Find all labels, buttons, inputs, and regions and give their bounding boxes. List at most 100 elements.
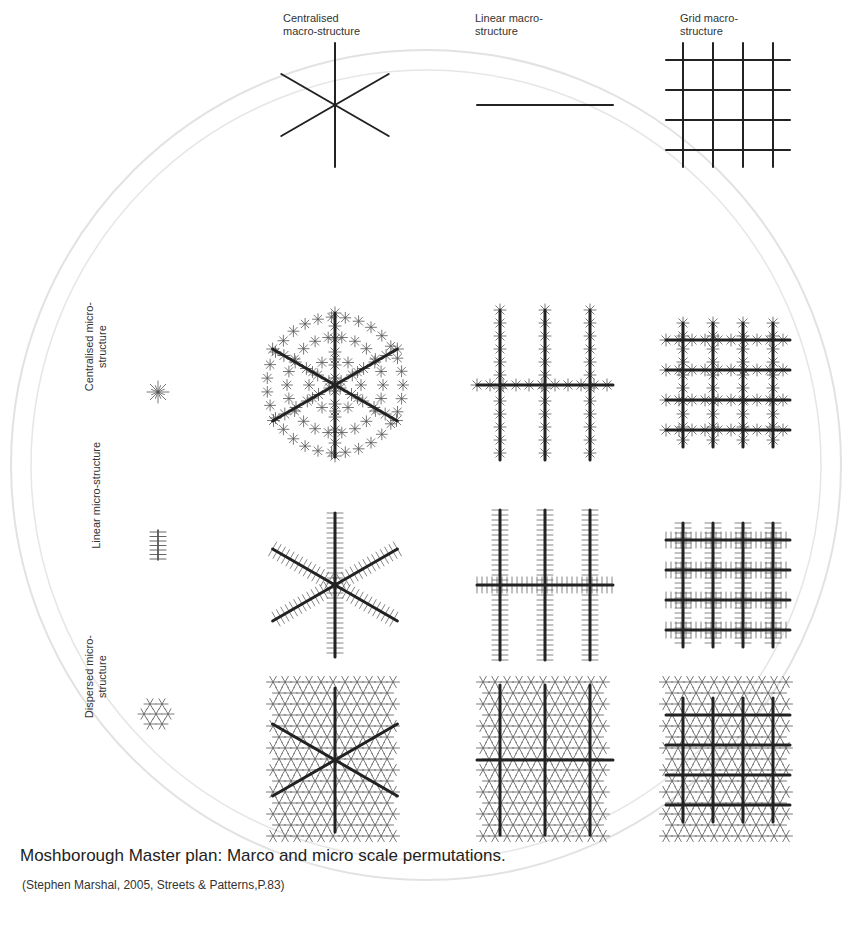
micro-street xyxy=(534,709,541,720)
micro-street xyxy=(318,698,325,709)
micro-street xyxy=(276,687,283,698)
micro-street xyxy=(366,676,373,687)
micro-street xyxy=(270,764,277,775)
micro-street xyxy=(324,775,331,786)
watermark-ring xyxy=(11,50,841,880)
macro-street xyxy=(666,539,790,542)
micro-street xyxy=(564,698,571,709)
micro-street xyxy=(378,742,385,753)
micro-street xyxy=(294,742,301,753)
micro-street xyxy=(348,687,355,698)
micro-street xyxy=(288,797,295,808)
micro-street xyxy=(318,808,325,819)
micro-street xyxy=(366,764,373,775)
micro-street xyxy=(318,830,325,841)
micro-street xyxy=(301,442,309,450)
micro-street xyxy=(363,417,371,425)
micro-street xyxy=(294,698,301,709)
micro-street xyxy=(306,830,313,841)
micro-street xyxy=(306,786,313,797)
micro-street xyxy=(384,775,391,786)
micro-street xyxy=(384,731,391,742)
micro-street xyxy=(582,687,589,698)
micro-street xyxy=(576,676,583,687)
micro-street xyxy=(492,720,499,731)
micro-street xyxy=(528,720,535,731)
micro-street xyxy=(510,709,517,720)
micro-street xyxy=(306,720,313,731)
micro-street xyxy=(300,709,307,720)
micro-street xyxy=(379,381,387,389)
micro-street xyxy=(360,819,367,830)
micro-street xyxy=(264,388,272,396)
micro-street xyxy=(378,764,385,775)
micro-street xyxy=(354,808,361,819)
micro-street xyxy=(324,797,331,808)
micro-street xyxy=(360,709,367,720)
micro-street xyxy=(558,709,565,720)
micro-street xyxy=(300,417,308,425)
macro-street xyxy=(772,43,774,167)
micro-street xyxy=(576,698,583,709)
micro-street xyxy=(480,676,487,687)
micro-street xyxy=(582,709,589,720)
micro-street xyxy=(360,687,367,698)
micro-street xyxy=(552,676,559,687)
micro-street xyxy=(342,698,349,709)
micro-street xyxy=(276,797,283,808)
micro-street xyxy=(312,731,319,742)
micro-street xyxy=(354,720,361,731)
micro-street xyxy=(354,830,361,841)
micro-street xyxy=(366,720,373,731)
micro-street xyxy=(276,819,283,830)
micro-street xyxy=(342,808,349,819)
micro-street xyxy=(366,698,373,709)
micro-street xyxy=(378,720,385,731)
micro-street xyxy=(306,676,313,687)
macro-street xyxy=(589,510,592,660)
micro-street xyxy=(378,430,386,438)
micro-street xyxy=(270,742,277,753)
micro-street xyxy=(522,709,529,720)
micro-street xyxy=(324,709,331,720)
micro-street xyxy=(534,687,541,698)
micro-street xyxy=(336,819,343,830)
micro-street xyxy=(378,676,385,687)
micro-street xyxy=(399,381,407,389)
micro-street xyxy=(348,709,355,720)
micro-street xyxy=(324,819,331,830)
micro-street xyxy=(336,731,343,742)
micro-street xyxy=(318,786,325,797)
micro-street xyxy=(312,709,319,720)
micro-street xyxy=(324,731,331,742)
micro-street xyxy=(390,698,397,709)
micro-street xyxy=(306,808,313,819)
micro-street xyxy=(283,381,291,389)
micro-street xyxy=(378,332,386,340)
micro-street xyxy=(354,786,361,797)
micro-street xyxy=(301,320,309,328)
micro-street xyxy=(492,698,499,709)
micro-street xyxy=(294,764,301,775)
micro-street xyxy=(390,808,397,819)
macro-street xyxy=(666,569,790,572)
micro-street xyxy=(354,786,361,797)
micro-street xyxy=(294,786,301,797)
micro-street xyxy=(312,797,319,808)
micro-street xyxy=(354,830,361,841)
micro-street xyxy=(516,676,523,687)
micro-street xyxy=(282,676,289,687)
macro-street xyxy=(682,43,684,167)
micro-street xyxy=(357,381,365,389)
micro-street xyxy=(504,676,511,687)
micro-street xyxy=(354,676,361,687)
micro-street xyxy=(394,354,402,362)
micro-street xyxy=(342,720,349,731)
micro-street xyxy=(270,742,277,753)
macro-street xyxy=(281,74,388,136)
micro-street xyxy=(360,753,367,764)
micro-street xyxy=(276,709,283,720)
micro-street xyxy=(276,819,283,830)
micro-street xyxy=(348,797,355,808)
micro-street xyxy=(510,687,517,698)
